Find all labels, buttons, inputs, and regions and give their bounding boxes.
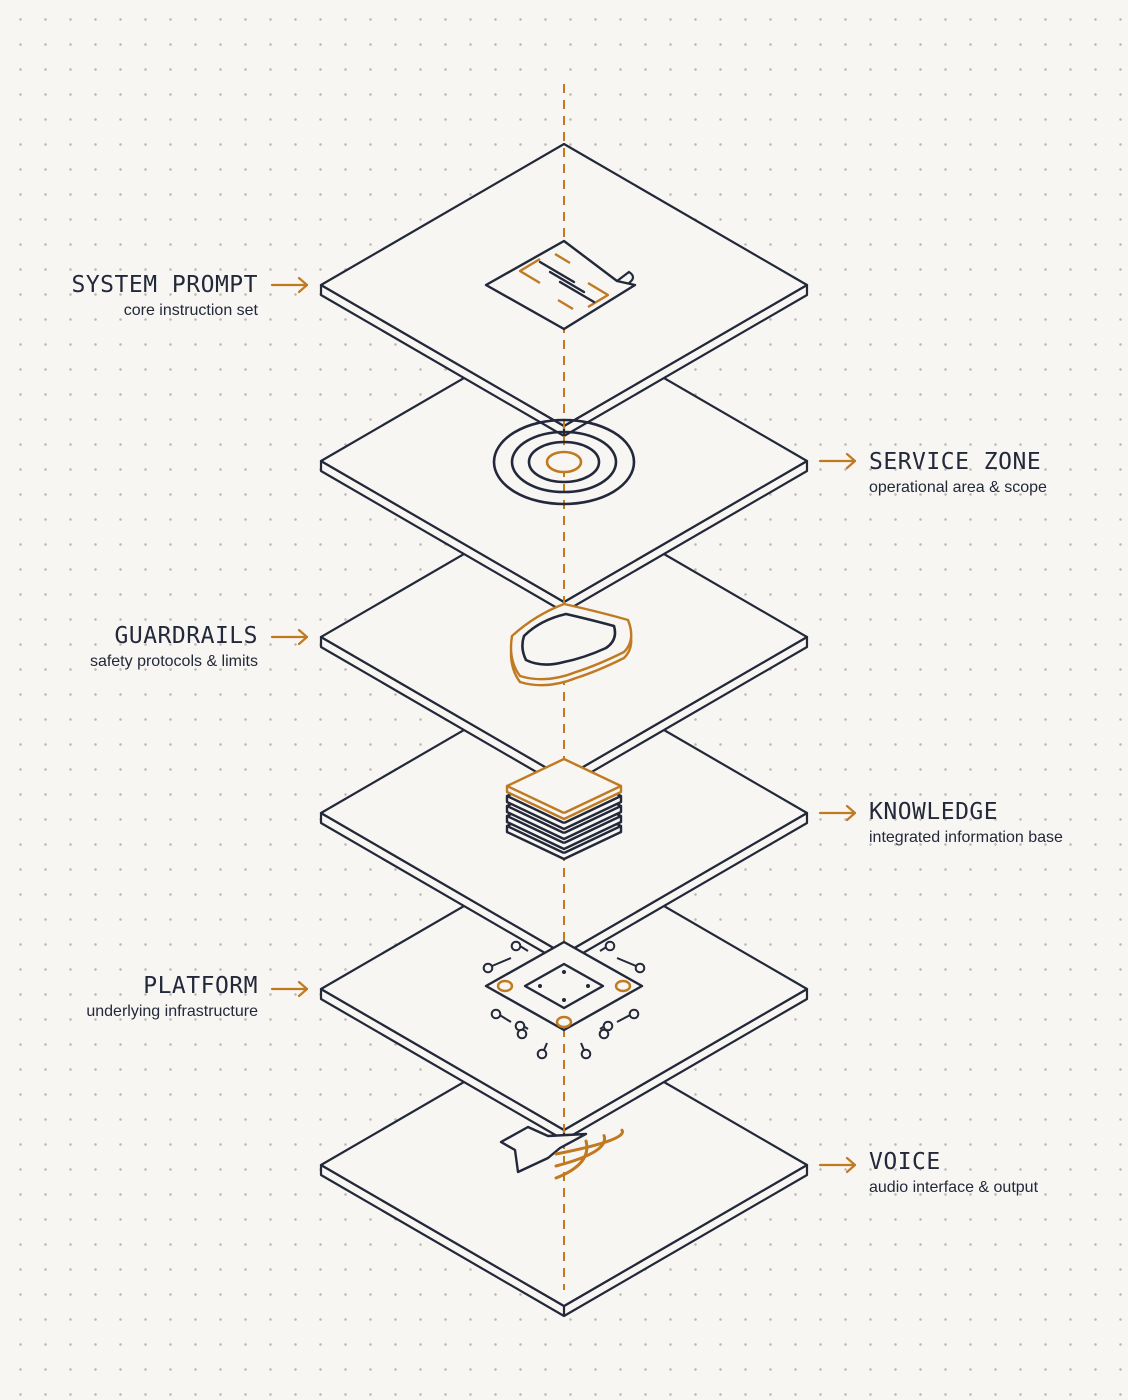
layer-title: GUARDRAILS — [114, 623, 258, 649]
arrow-service-zone — [818, 452, 857, 470]
layer-title: SYSTEM PROMPT — [71, 272, 258, 298]
label-voice: VOICE audio interface & output — [869, 1148, 1038, 1198]
layer-title: VOICE — [869, 1149, 941, 1175]
document-icon — [484, 239, 637, 331]
arrow-guardrails — [270, 628, 309, 646]
label-system-prompt: SYSTEM PROMPT core instruction set — [71, 271, 258, 321]
speech-wave-icon — [499, 1125, 624, 1180]
layer-title: KNOWLEDGE — [869, 799, 999, 825]
label-knowledge: KNOWLEDGE integrated information base — [869, 798, 1063, 848]
layer-subtitle: integrated information base — [869, 829, 1063, 846]
label-guardrails: GUARDRAILS safety protocols & limits — [90, 622, 258, 672]
target-icon — [492, 418, 636, 506]
layer-subtitle: underlying infrastructure — [86, 1003, 258, 1020]
arrow-system-prompt — [270, 276, 309, 294]
label-platform: PLATFORM underlying infrastructure — [86, 972, 258, 1022]
arrow-knowledge — [818, 804, 857, 822]
layer-subtitle: core instruction set — [123, 302, 258, 319]
label-service-zone: SERVICE ZONE operational area & scope — [869, 448, 1047, 498]
layer-subtitle: audio interface & output — [869, 1179, 1039, 1196]
layer-subtitle: safety protocols & limits — [89, 653, 258, 670]
arrow-voice — [818, 1156, 857, 1174]
layer-title: PLATFORM — [143, 973, 258, 999]
stack-icon — [505, 757, 623, 861]
arrow-platform — [270, 980, 309, 998]
layer-subtitle: operational area & scope — [869, 479, 1047, 496]
chip-icon — [482, 940, 646, 1060]
shield-icon — [509, 602, 633, 687]
layer-title: SERVICE ZONE — [869, 449, 1042, 475]
